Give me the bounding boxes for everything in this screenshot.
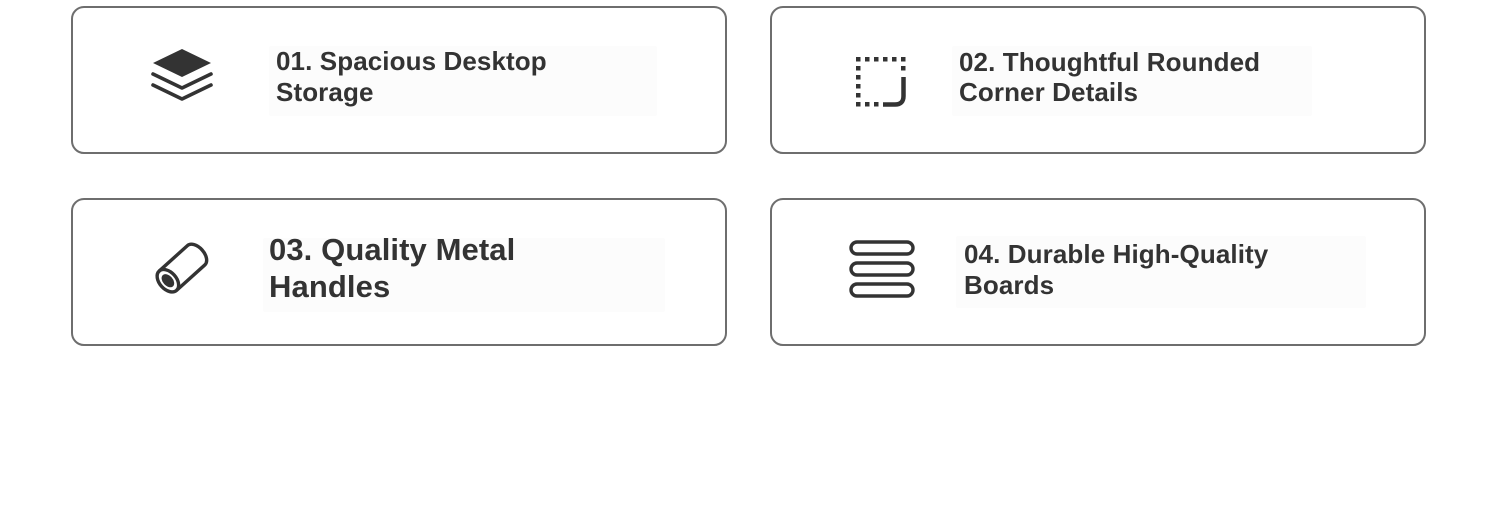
feature-card-metal-handles: 03. Quality Metal Handles (71, 198, 727, 346)
feature-title-line-2: Storage (276, 77, 374, 107)
layers-icon (147, 41, 217, 111)
feature-card-rounded-corners: 02. Thoughtful Rounded Corner Details (770, 6, 1426, 154)
rounded-corner-icon (848, 48, 918, 118)
feature-title-line-2: Boards (964, 270, 1055, 300)
feature-title: 03. Quality Metal Handles (269, 231, 649, 305)
feature-card-spacious-storage: 01. Spacious Desktop Storage (71, 6, 727, 154)
feature-title-line-1: 02. Thoughtful Rounded (959, 47, 1261, 77)
feature-title: 01. Spacious Desktop Storage (276, 46, 646, 108)
feature-label-background (952, 46, 1312, 116)
feature-title-line-1: 03. Quality Metal (269, 232, 516, 267)
feature-title: 04. Durable High-Quality Boards (964, 239, 1344, 301)
stacked-boards-icon (847, 236, 917, 306)
feature-label-background (269, 46, 657, 116)
metal-tube-icon (147, 233, 217, 303)
feature-title-line-2: Corner Details (959, 77, 1139, 107)
feature-title: 02. Thoughtful Rounded Corner Details (959, 47, 1309, 107)
feature-card-durable-boards: 04. Durable High-Quality Boards (770, 198, 1426, 346)
feature-label-background (956, 236, 1366, 308)
feature-title-line-1: 04. Durable High-Quality (964, 239, 1269, 269)
feature-label-background (263, 238, 665, 312)
feature-title-line-1: 01. Spacious Desktop (276, 46, 547, 76)
feature-title-line-2: Handles (269, 269, 391, 304)
